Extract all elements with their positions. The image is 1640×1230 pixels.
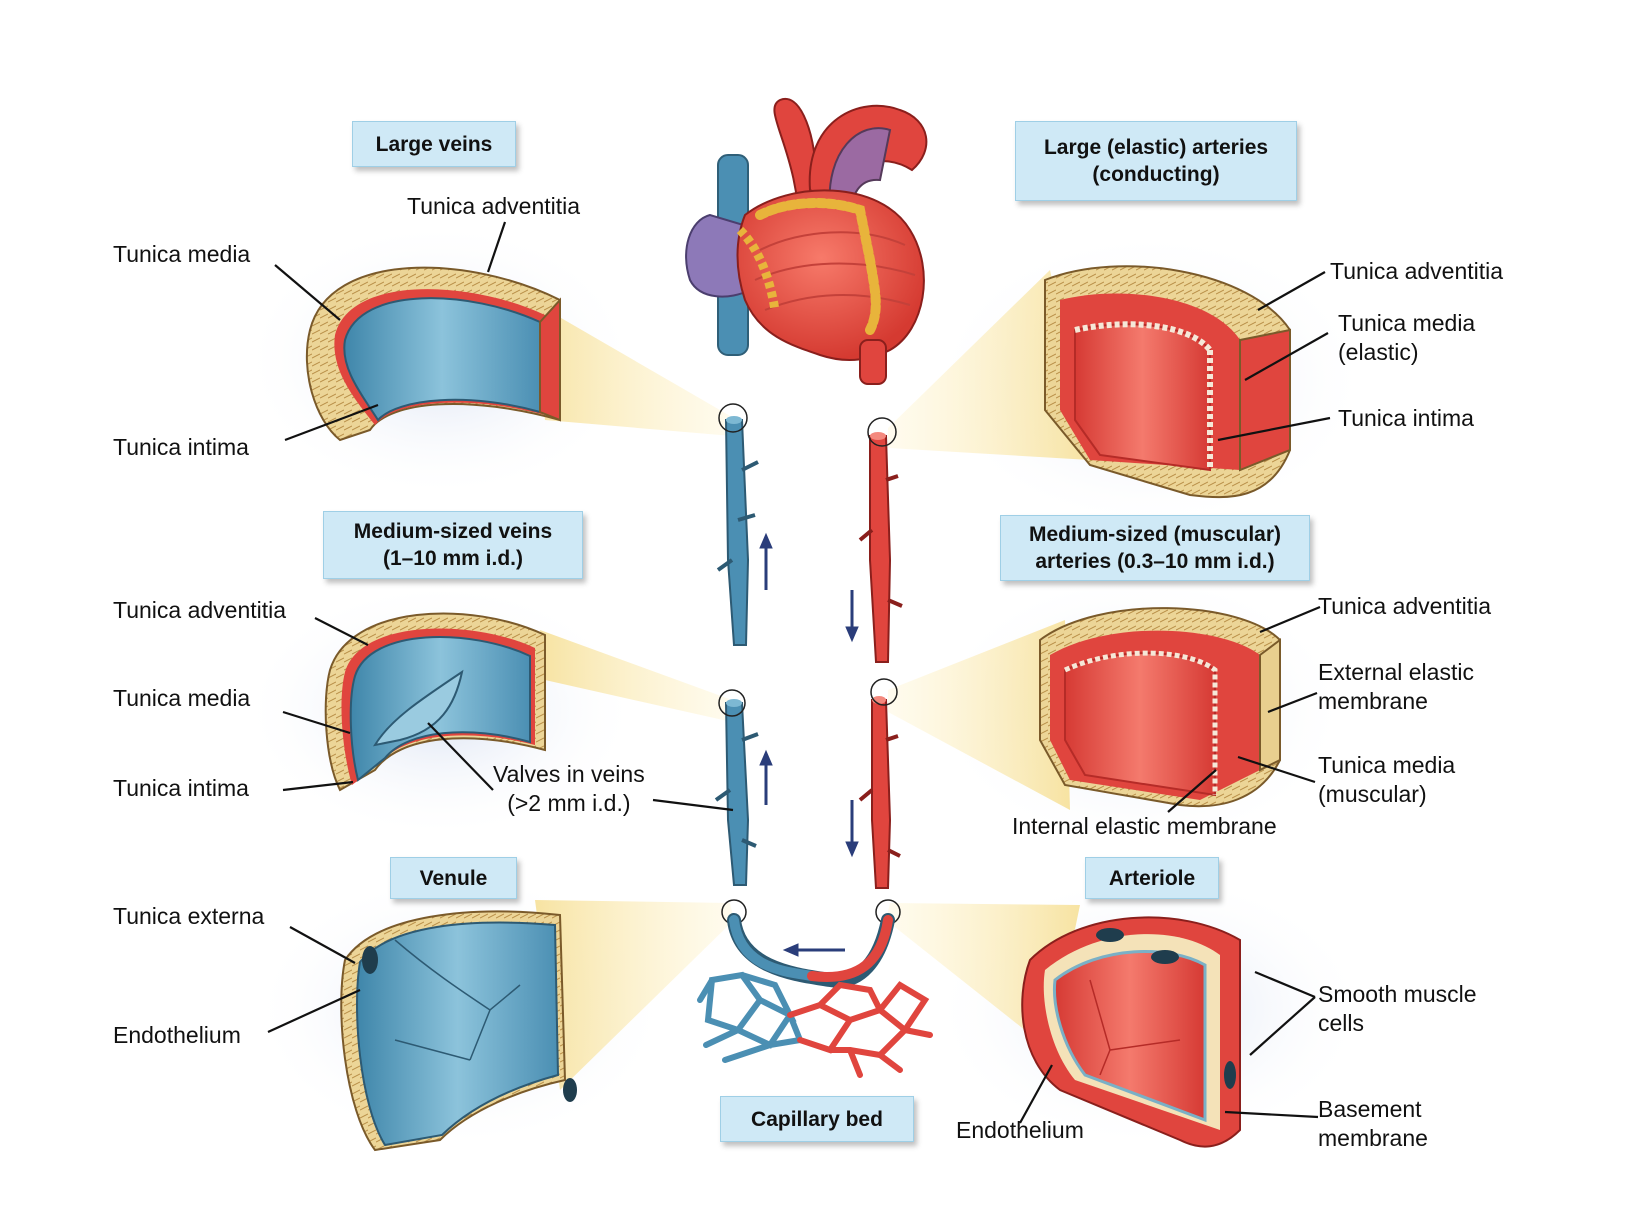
large-vein-media-label: Tunica media xyxy=(113,241,251,267)
valves-in-veins-label: Valves in veins (>2 mm i.d.) xyxy=(493,761,645,816)
medium-vein-media-label: Tunica media xyxy=(113,685,251,711)
large-artery-media-label: Tunica media (elastic) xyxy=(1338,310,1476,365)
medium-vein-intima-label: Tunica intima xyxy=(113,775,249,801)
medium-arteries-box: Medium-sized (muscular) arteries (0.3–10… xyxy=(1000,515,1310,581)
large-vein-intima-label: Tunica intima xyxy=(113,434,249,460)
large-artery-adventitia-label: Tunica adventitia xyxy=(1330,258,1504,284)
medium-artery-media-label: Tunica media (muscular) xyxy=(1318,752,1456,807)
large-vein-adventitia-label: Tunica adventitia xyxy=(407,193,581,219)
large-artery-section xyxy=(1044,265,1291,499)
smooth-muscle-cells-label: Smooth muscle cells xyxy=(1318,981,1477,1036)
arteriole-section xyxy=(1021,916,1241,1148)
venule-box: Venule xyxy=(390,857,517,899)
external-elastic-membrane-label: External elastic membrane xyxy=(1318,659,1474,714)
flow-arrows xyxy=(759,532,859,957)
central-vein-segments xyxy=(714,416,759,886)
large-artery-intima-label: Tunica intima xyxy=(1338,405,1474,431)
central-artery-segments xyxy=(858,432,903,889)
medium-artery-adventitia-label: Tunica adventitia xyxy=(1318,593,1492,619)
internal-elastic-membrane-label: Internal elastic membrane xyxy=(1012,813,1277,839)
venule-externa-label: Tunica externa xyxy=(113,903,265,929)
magnification-cones xyxy=(530,270,1090,1090)
heart-illustration xyxy=(685,97,928,385)
arteriole-endothelium-label: Endothelium xyxy=(956,1117,1084,1143)
large-arteries-box: Large (elastic) arteries (conducting) xyxy=(1015,121,1297,201)
leader-lines xyxy=(267,221,1331,1124)
medium-artery-section xyxy=(1039,607,1281,808)
large-veins-box: Large veins xyxy=(352,121,516,167)
medium-veins-box: Medium-sized veins (1–10 mm i.d.) xyxy=(323,511,583,579)
capillary-bed-box: Capillary bed xyxy=(720,1096,914,1142)
medium-vein-section xyxy=(324,612,546,792)
venule-endothelium-label: Endothelium xyxy=(113,1022,241,1048)
basement-membrane-label: Basement membrane xyxy=(1318,1096,1428,1151)
large-vein-section xyxy=(305,266,561,442)
venule-section xyxy=(340,910,577,1152)
arteriole-box: Arteriole xyxy=(1085,857,1219,899)
capillary-network xyxy=(697,913,933,1078)
medium-vein-adventitia-label: Tunica adventitia xyxy=(113,597,287,623)
